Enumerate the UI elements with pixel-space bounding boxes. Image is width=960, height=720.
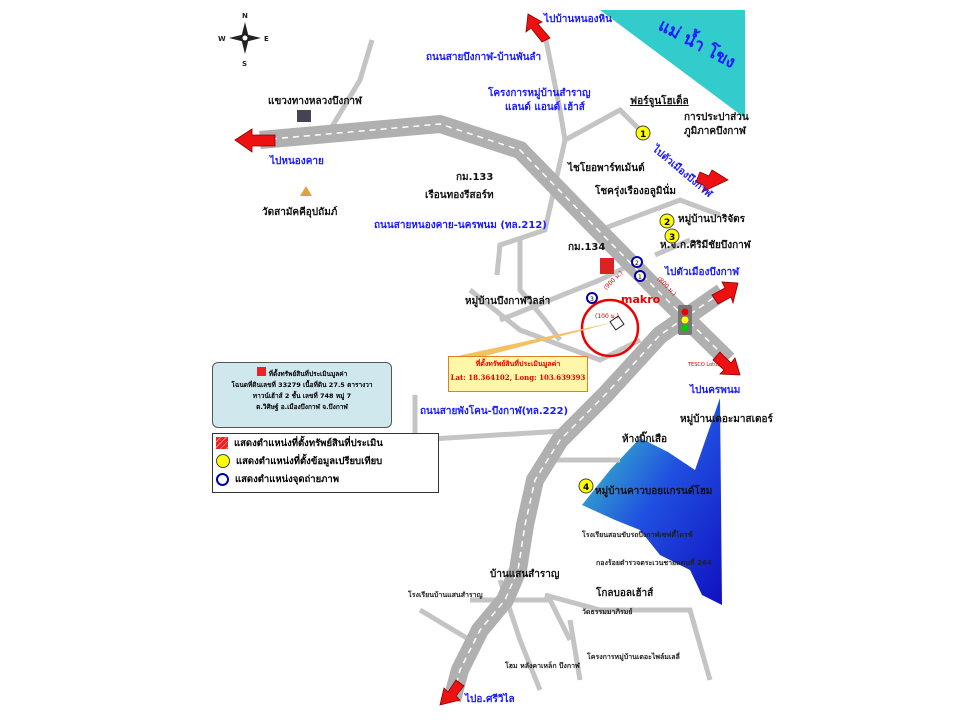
subject-site-icon [256,367,266,376]
label-saran-2: แลนด์ แอนด์ เฮ้าส์ [505,101,586,113]
arrow-left-icon [234,128,276,153]
label-nakhon-phanom: ไปนครพนม [689,383,740,396]
callout-coords: Lat: 18.364102, Long: 103.639393 [450,373,586,382]
info-line-1: โฉนดที่ดินเลขที่ 33279 เนื้อที่ดิน 27.5 … [231,381,373,389]
temple-icon [300,186,312,196]
svg-text:N: N [242,12,248,20]
label-road-bk-banphanla: ถนนสายบึงกาฬ-บ้านพันลำ [426,51,541,63]
svg-text:S: S [242,60,247,68]
arrow-right-icon [695,169,729,193]
comparison-marker-3: 3 [669,233,675,243]
label-road-212: ถนนสายหนองคาย-นครพนม (ทล.212) [374,220,547,231]
info-title: ที่ตั้งทรัพย์สินที่ประเมินมูลค่า [268,370,348,378]
comparison-marker-2: 2 [664,218,670,228]
label-makro: makro [621,293,661,306]
svg-text:E: E [264,35,269,43]
label-ruean-thong: เรือนทองรีสอร์ท [425,189,494,201]
label-wat-thammapirom: วัดธรรมมาภิรมย์ [582,607,633,616]
label-km134: กม.134 [568,242,605,253]
photo-point-1: 1 [638,274,642,281]
label-nong-hin: ไปบ้านหนองหิน [543,12,612,25]
legend-item-subject: แสดงตำแหน่งที่ตั้งทรัพย์สินที่ประเมิน [213,434,438,452]
label-si-wilai: ไปอ.ศรีวิไล [464,692,515,705]
info-line-3: ต.วิศิษฐ์ อ.เมืองบึงกาฬ จ.บึงกาฬ [256,403,348,411]
label-villa: หมู่บ้านบึงกาฬวิลล่า [465,295,550,308]
callout-pointer [448,322,615,360]
label-tesco: TESCO Lotus [687,362,720,368]
government-icon [297,110,311,122]
label-border-police: กองร้อยตำรวจตระเวนชายแดนที่ 244 [596,557,712,567]
comparison-marker-4: 4 [583,483,589,493]
label-bueng-kan-2: ไปตัวเมืองบึงกาฬ [664,265,740,278]
legend-item-comparison: แสดงตำแหน่งที่ตั้งข้อมูลเปรียบเทียบ [213,452,438,470]
label-wat-samakkhi: วัดสามัคคีอุปถัมภ์ [262,206,338,218]
label-fortune-hotel: ฟอร์จูนโฮเต็ล [630,93,689,108]
photo-point-icon [216,472,229,486]
label-home-steel: โฮม หลังคาเหล็ก บึงกาฬ [504,661,580,670]
subject-site-icon [216,437,228,449]
label-kaobloy: หมู่บ้านคาวบอยแกรนด์โฮม [595,484,712,498]
arrow-downright-icon [712,351,741,376]
arrow-up-icon [525,13,551,43]
label-chokrung: โชครุ่งเรืองอลูมินั่ม [594,183,676,198]
label-global-house: โกลบอลเฮ้าส์ [595,586,654,599]
lake [582,398,722,605]
arrow-down-icon [439,679,465,706]
label-school-2: โรงเรียนบ้านแสนสำราญ [407,590,483,599]
label-pwa: การประปาส่วน [684,111,749,123]
label-road-222: ถนนสายพังโคน-บึงกาฬ(ทล.222) [420,404,568,417]
arrow-upright-icon [711,281,739,305]
info-line-2: ทาวน์เฮ้าส์ 2 ชั้น เลขที่ 748 หมู่ 7 [252,392,352,400]
legend-item-photo: แสดงตำแหน่งจุดถ่ายภาพ [213,470,438,488]
label-chaiyo: ไชโยอพาร์ทเม้นต์ [567,161,645,174]
label-master: หมู่บ้านเดอะมาสเตอร์ [680,413,774,426]
label-ban-saen-samran: บ้านแสนสำราญ [490,568,560,580]
distance-100: (100 ม.) [595,313,619,320]
property-info-box: ที่ตั้งทรัพย์สินที่ประเมินมูลค่า โฉนดที่… [212,362,392,428]
label-nong-khai: ไปหนองคาย [269,154,324,167]
legend: แสดงตำแหน่งที่ตั้งทรัพย์สินที่ประเมิน แส… [212,433,439,493]
label-km133: กม.133 [456,172,493,183]
label-parichat: หมู่บ้านปาริจัตร [678,213,746,226]
comparison-marker-icon [216,454,230,468]
label-school-1: โรงเรียนสอนขับรถบึงกาฬเซฟตี้ไดรฟ์ [581,528,693,539]
highway-222 [443,284,728,703]
mekong-river [600,10,745,118]
label-highway-district: แขวงทางหลวงบึงกาฬ [268,95,363,107]
highway-212 [259,114,735,367]
label-privilege: โครงการหมู่บ้านเดอะไพล์มเลลี่ [586,651,680,662]
label-bigc: ห้างบิ๊กเสือ [622,431,667,445]
label-pwa-2: ภูมิภาคบึงกาฬ [684,125,747,138]
label-saran: โครงการหมู่บ้านสำราญ [487,86,591,100]
svg-text:W: W [218,35,226,43]
subject-callout: ที่ตั้งทรัพย์สินที่ประเมินมูลค่า Lat: 18… [448,356,588,392]
label-sirimchai: ห.จ.ก.ศิริมีชัยบึงกาฬ [660,239,752,251]
comparison-marker-1: 1 [640,130,646,140]
photo-point-3: 3 [590,296,594,303]
building-icon [600,258,614,274]
subject-site-circle [580,298,640,358]
photo-point-2: 2 [635,260,639,267]
subject-site-icon [609,315,625,331]
callout-title: ที่ตั้งทรัพย์สินที่ประเมินมูลค่า [475,359,561,368]
compass-icon: N S E W [218,12,269,68]
